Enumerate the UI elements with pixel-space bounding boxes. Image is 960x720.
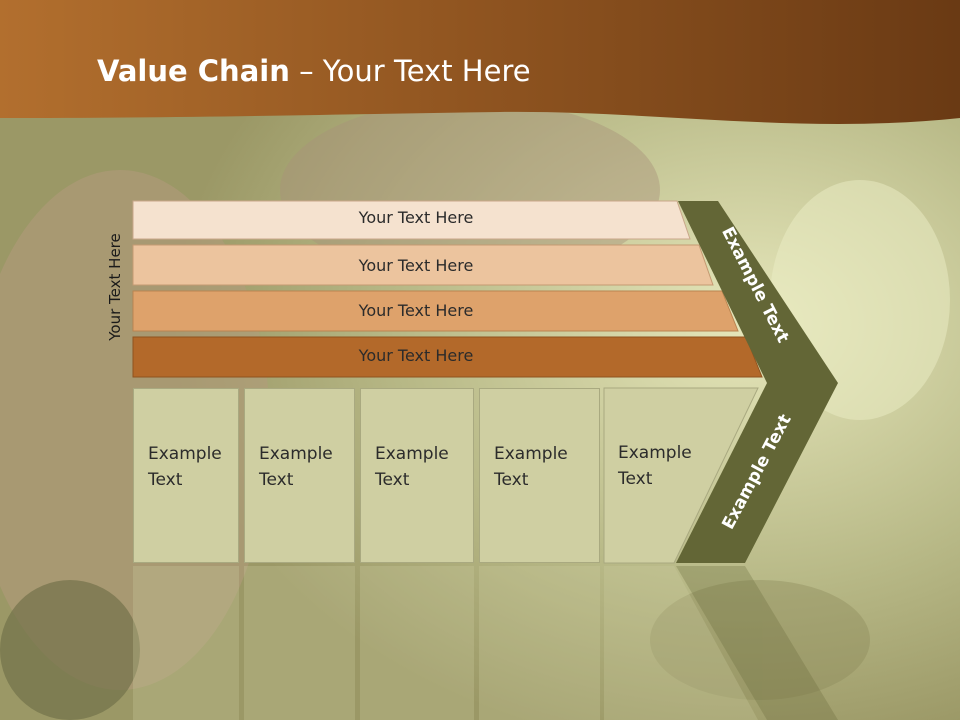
activity-box-3-text: Example Text (375, 444, 449, 490)
support-bar-1[interactable] (132, 200, 691, 240)
support-bar-2-label: Your Text Here (358, 256, 474, 275)
activity-box-1-text: Example Text (148, 444, 222, 490)
chevron-upper[interactable] (678, 201, 838, 383)
support-bar-1-label: Your Text Here (358, 208, 474, 227)
support-bar-2[interactable] (132, 244, 714, 286)
support-bar-3-label: Your Text Here (358, 301, 474, 320)
chevron-lower[interactable] (676, 383, 838, 563)
activity-box-3[interactable]: Example Text (360, 388, 474, 563)
slide-title: Value Chain – Your Text Here (97, 54, 531, 88)
activity-box-2-text: Example Text (259, 444, 333, 490)
activity-box-4-text: Example Text (494, 444, 568, 490)
activity-box-5-text: Example Text (618, 443, 692, 489)
value-chain-graphic (132, 200, 838, 383)
title-bold: Value Chain (97, 54, 290, 88)
activity-box-4[interactable]: Example Text (479, 388, 600, 563)
activity-box-2[interactable]: Example Text (244, 388, 355, 563)
support-bar-4[interactable] (132, 336, 763, 378)
title-rest: – Your Text Here (289, 54, 531, 88)
support-bar-4-label: Your Text Here (358, 346, 474, 365)
activity-box-1[interactable]: Example Text (133, 388, 239, 563)
support-bar-3[interactable] (132, 290, 739, 332)
activity-box-5-shape[interactable] (603, 387, 759, 564)
